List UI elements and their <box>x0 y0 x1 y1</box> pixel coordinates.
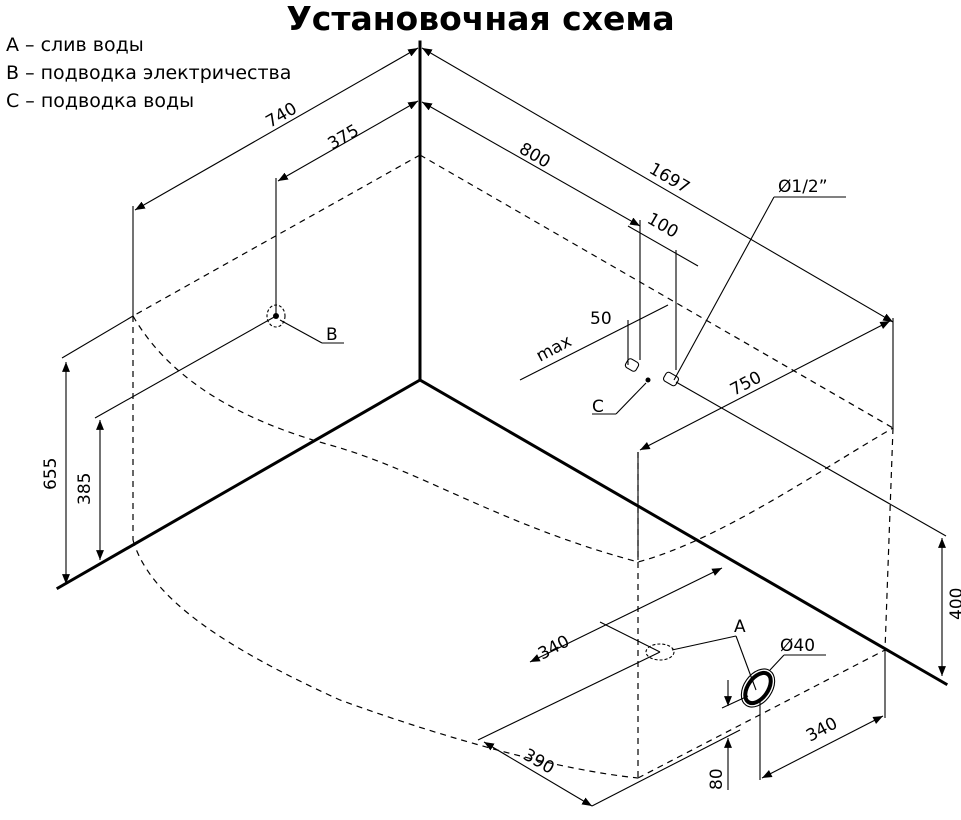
wall-corner <box>55 40 949 687</box>
bathtub-outline <box>132 154 894 779</box>
dim-400: 400 <box>675 381 961 676</box>
dim-label-340-left: 340 <box>535 632 573 665</box>
dim-385: 385 <box>75 315 277 560</box>
dim-label-400: 400 <box>947 588 961 620</box>
label-drain-diameter: Ø40 <box>780 636 815 656</box>
dim-655: 655 <box>41 315 134 584</box>
dim-label-390: 390 <box>520 745 558 779</box>
label-max: max <box>533 331 575 366</box>
dim-375: 375 <box>275 100 419 316</box>
dim-label-800: 800 <box>516 139 554 173</box>
dim-label-740: 740 <box>263 99 301 133</box>
dim-max-50: max 50 <box>519 304 669 381</box>
label-a: A <box>734 617 746 637</box>
dim-label-80: 80 <box>707 768 727 790</box>
dim-label-385: 385 <box>75 473 95 505</box>
pipe-diameter-callout: Ø1/2” <box>673 177 846 381</box>
dim-1697: 1697 <box>421 47 894 428</box>
label-pipe-diameter: Ø1/2” <box>778 177 828 197</box>
page-title: Установочная схема <box>286 0 675 38</box>
label-b: B <box>326 325 338 345</box>
dim-label-655: 655 <box>41 458 61 490</box>
dim-label-375: 375 <box>325 121 363 155</box>
dim-80: 80 <box>707 680 749 790</box>
dim-label-50: 50 <box>590 309 612 329</box>
dim-340-right: 340 <box>759 650 886 780</box>
dim-100: 100 <box>627 209 699 370</box>
electrical-point-b: B <box>266 304 344 345</box>
dim-340-left: 340 <box>529 567 723 665</box>
overflow-drain: Ø40 <box>740 636 826 708</box>
legend-item-a: A – слив воды <box>6 34 144 56</box>
dim-390: 390 <box>477 651 741 807</box>
dim-label-340-right: 340 <box>803 714 841 747</box>
water-supply-c: C <box>592 358 680 417</box>
drain-a: A <box>645 617 757 691</box>
label-c: C <box>592 397 604 417</box>
